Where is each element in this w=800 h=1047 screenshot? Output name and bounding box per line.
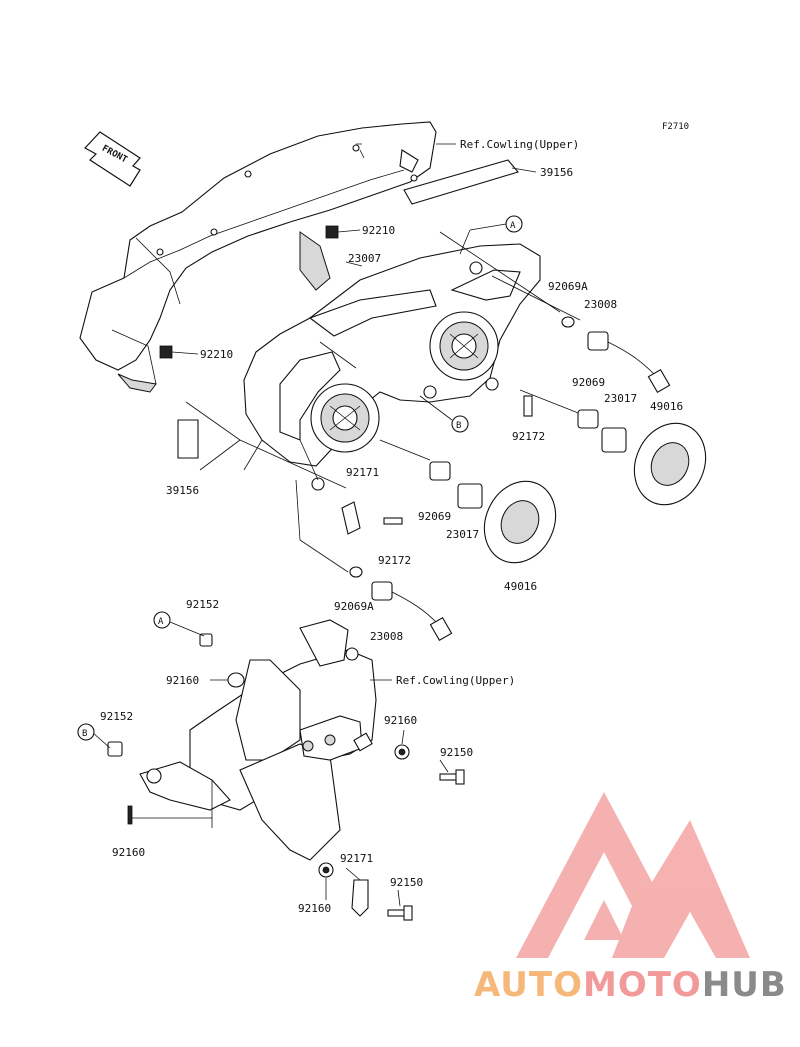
upper-cowling-outline (79, 121, 437, 393)
grommet-92152-top (199, 633, 213, 647)
part-label: 92152 (100, 710, 133, 723)
bulb-socket-23008-right (587, 331, 671, 394)
svg-text:A: A (158, 617, 164, 627)
front-arrow-icon: FRONT (84, 131, 141, 187)
part-label: 92069A (334, 600, 374, 613)
part-label: 92171 (340, 852, 373, 865)
part-label: 92210 (362, 224, 395, 237)
bulb-92069a-right (561, 316, 575, 328)
bulb-92069-mid (429, 461, 451, 481)
headlight-stay-bracket (127, 619, 377, 861)
part-label: 23017 (446, 528, 479, 541)
part-label: 39156 (540, 166, 573, 179)
bolt-92150-bottom (387, 905, 413, 921)
grommet-92152-left (107, 741, 123, 757)
part-label: 92160 (112, 846, 145, 859)
part-label: 92172 (512, 430, 545, 443)
svg-text:B: B (82, 729, 87, 739)
figure-code: F2710 (662, 122, 689, 132)
dust-cover-49016-right (633, 422, 707, 506)
bolt-92150-right (439, 769, 465, 785)
callout-b-top: B (451, 415, 469, 433)
clip-nut-upper (325, 225, 339, 239)
part-label: 23008 (584, 298, 617, 311)
socket-23017-mid (457, 483, 483, 509)
bulb-92069a-mid (349, 566, 363, 578)
bracket-92171-mid (341, 501, 361, 535)
reflector-strip-top (403, 159, 537, 205)
part-label: 49016 (504, 580, 537, 593)
part-label: 49016 (650, 400, 683, 413)
watermark-text: AUTOMOTOHUB (474, 965, 787, 1005)
socket-23017-right (601, 427, 627, 453)
part-label: 92172 (378, 554, 411, 567)
part-label: 92160 (384, 714, 417, 727)
bracket-92171-bottom (351, 879, 369, 917)
collar-92160-right (394, 744, 410, 760)
callout-a-top: A (505, 215, 523, 233)
part-label: 39156 (166, 484, 199, 497)
clip-nut-lower (159, 345, 173, 359)
ref-cowling-upper-mid: Ref.Cowling(Upper) (396, 674, 515, 687)
svg-text:A: A (510, 221, 516, 231)
part-label: 92069A (548, 280, 588, 293)
part-label: 92210 (200, 348, 233, 361)
svg-text:AUTOMOTOHUB: AUTOMOTOHUB (474, 965, 787, 1005)
part-label: 92160 (298, 902, 331, 915)
screw-92172-mid (383, 517, 403, 525)
bulb-socket-23008-mid (371, 581, 453, 642)
reflector-strip-left (177, 419, 199, 459)
part-label: 92160 (166, 674, 199, 687)
part-label: 92150 (440, 746, 473, 759)
bulb-92069-right (577, 409, 599, 429)
callout-b-bottom: B (77, 723, 95, 741)
part-label: 92069 (418, 510, 451, 523)
callout-a-bottom: A (153, 611, 171, 629)
collar-92160-bottom (318, 862, 334, 878)
part-label: 92171 (346, 466, 379, 479)
part-label: 23017 (604, 392, 637, 405)
watermark-logo (516, 792, 750, 958)
dust-cover-49016-mid (483, 480, 557, 564)
part-label: 23008 (370, 630, 403, 643)
part-label: 92152 (186, 598, 219, 611)
part-label: 92069 (572, 376, 605, 389)
ref-cowling-upper-top: Ref.Cowling(Upper) (460, 138, 579, 151)
collar-92160-left (227, 672, 245, 688)
part-label: 92150 (390, 876, 423, 889)
screw-92172-right (523, 395, 533, 417)
headlight-assembly (243, 243, 541, 491)
svg-text:B: B (456, 421, 461, 431)
part-label: 23007 (348, 252, 381, 265)
